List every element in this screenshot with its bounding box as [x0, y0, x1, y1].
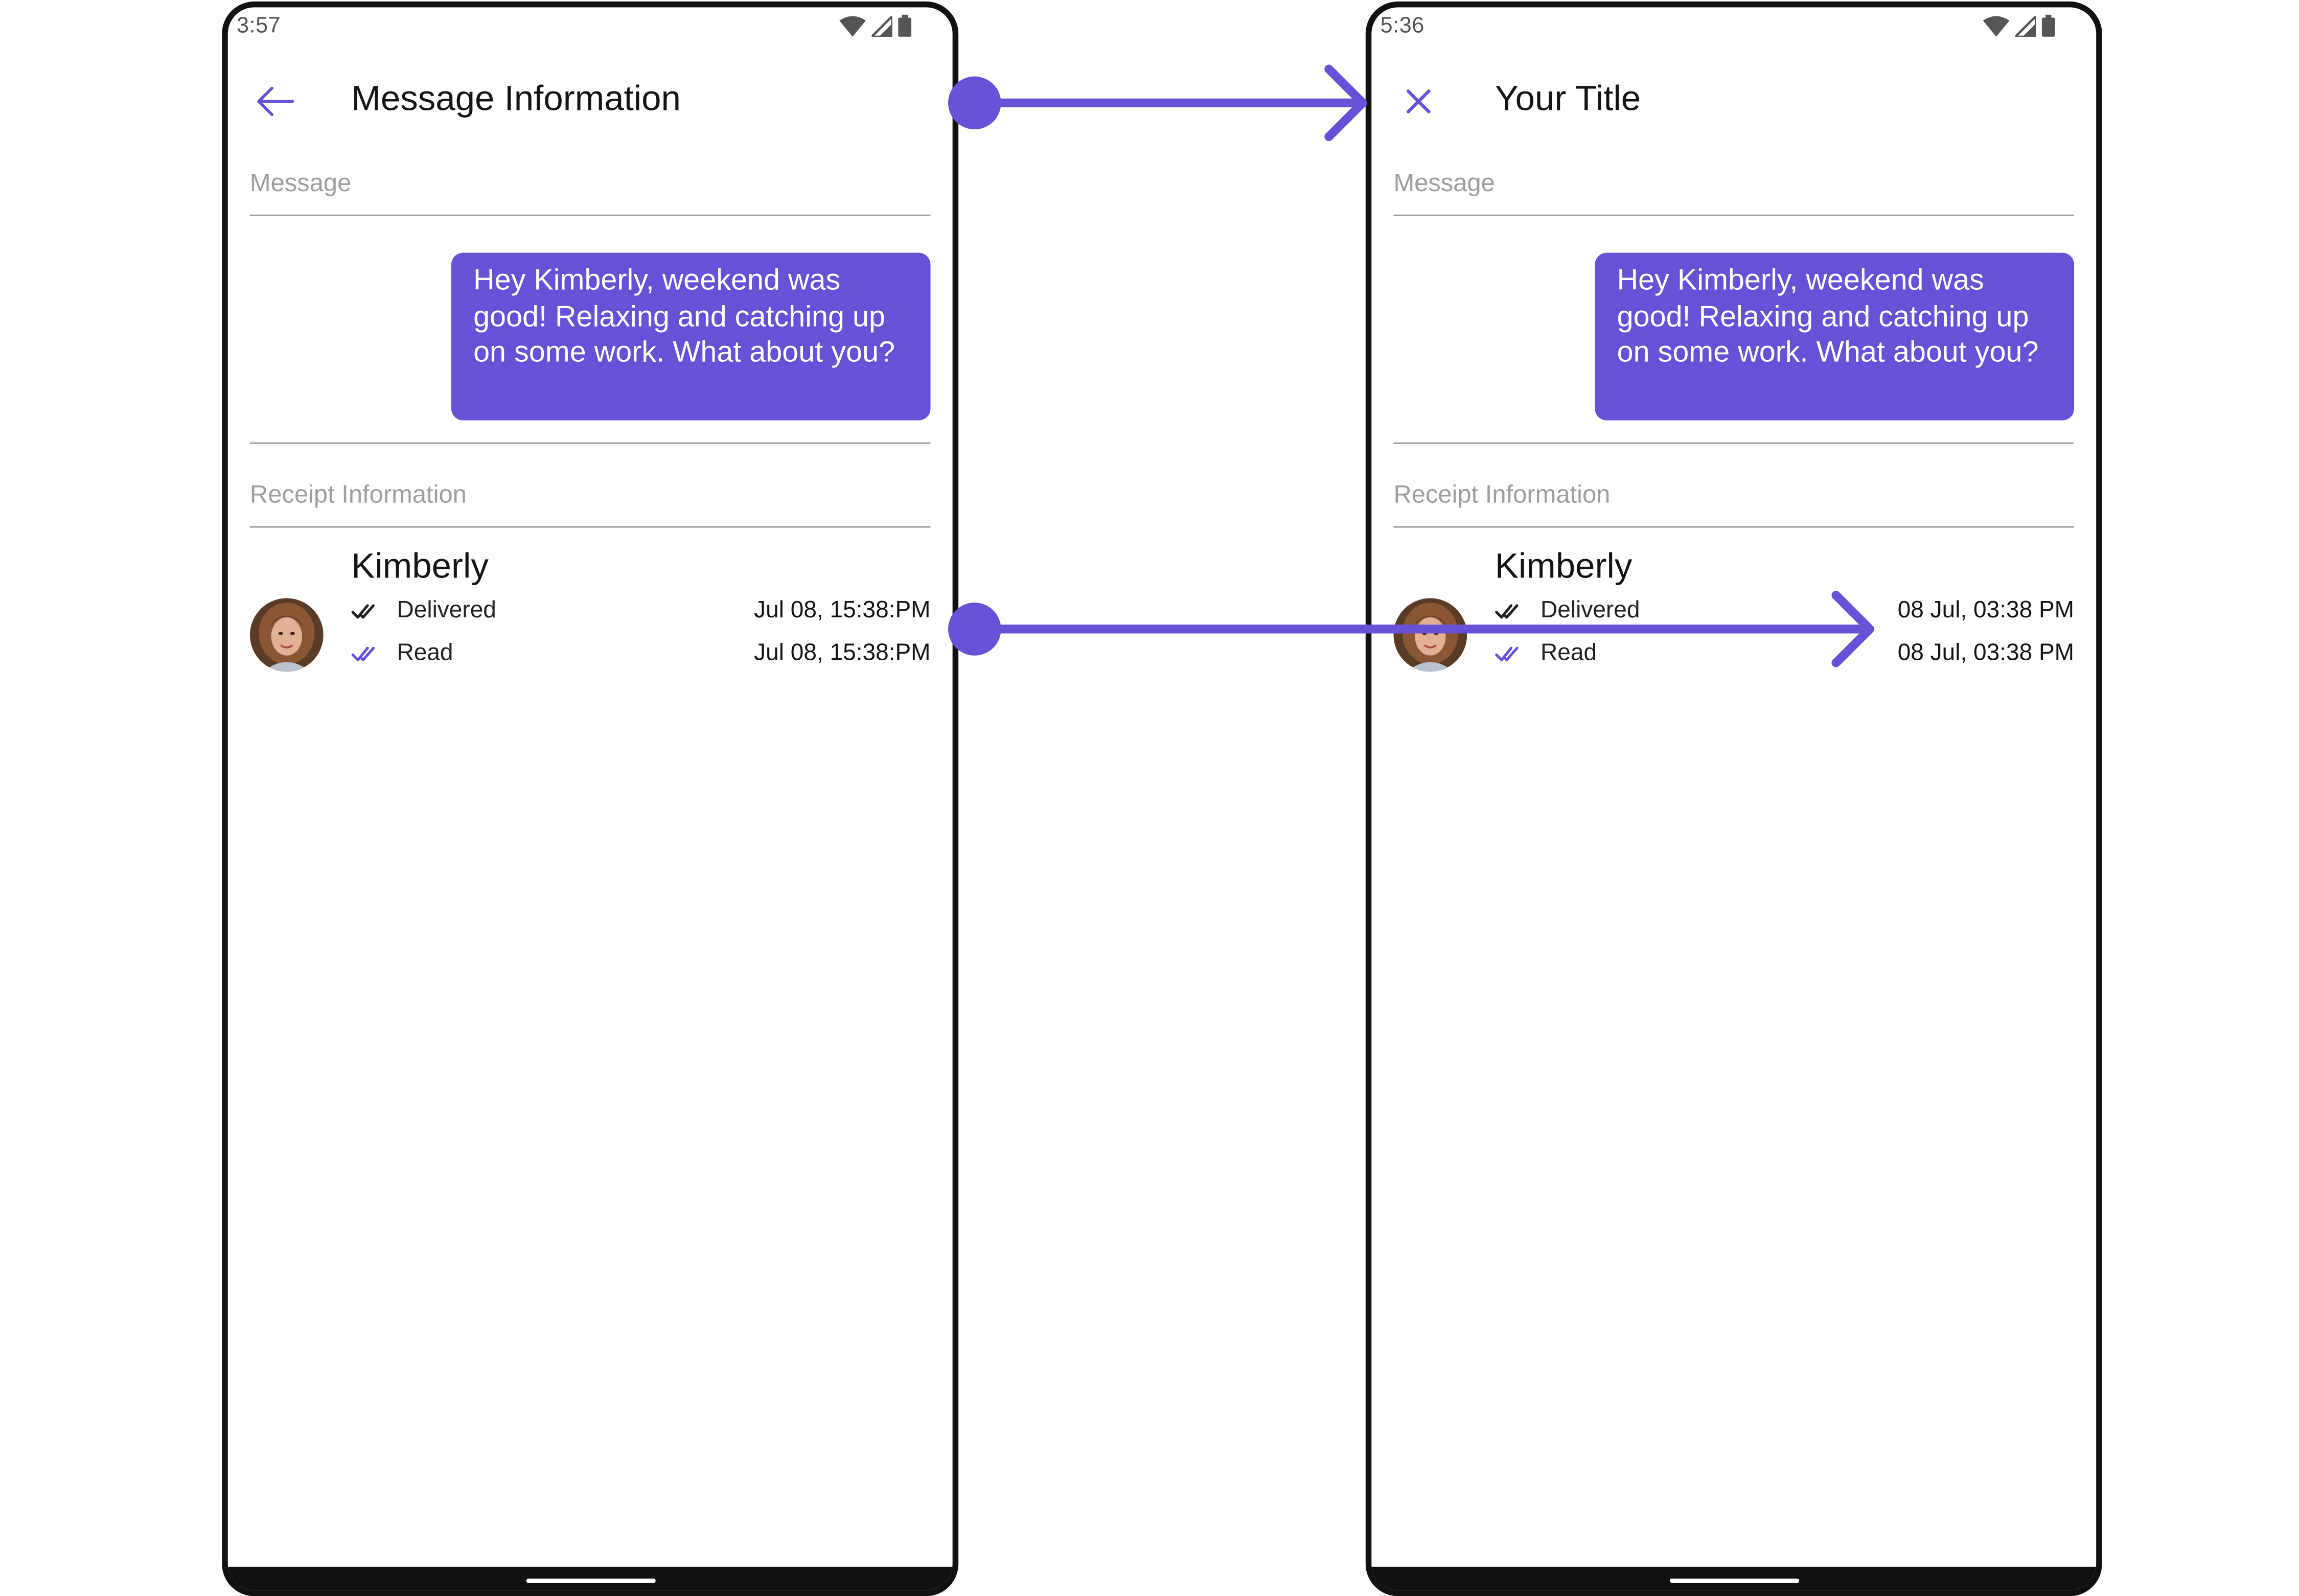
- divider: [249, 442, 931, 444]
- page-title: Your Title: [1495, 79, 1641, 119]
- message-section-label: Message: [1393, 169, 1495, 197]
- wifi-icon: [839, 15, 866, 36]
- arrow-title-to-title: [948, 64, 1367, 142]
- read-time: Jul 08, 15:38:PM: [754, 640, 931, 666]
- status-icons: [1983, 14, 2055, 37]
- message-section-label: Message: [249, 169, 352, 197]
- receipt-row-delivered: Delivered 08 Jul, 03:38 PM: [1495, 598, 2074, 631]
- divider: [1393, 214, 2075, 216]
- read-label: Read: [397, 640, 453, 666]
- double-check-icon: [1495, 604, 1519, 619]
- phone-before: 3:57 Message Information Message Hey Kim…: [222, 1, 959, 1596]
- battery-icon: [898, 14, 912, 37]
- close-icon[interactable]: [1395, 78, 1442, 125]
- double-check-read-icon: [351, 646, 375, 661]
- double-check-icon: [351, 604, 375, 619]
- receipt-section-label: Receipt Information: [249, 480, 467, 509]
- signal-icon: [871, 15, 892, 36]
- signal-icon: [2015, 15, 2036, 36]
- double-check-read-icon: [1495, 646, 1519, 661]
- status-time: 5:36: [1380, 13, 1424, 38]
- navigation-bar: [1371, 1566, 2097, 1590]
- app-header: Your Title: [1371, 66, 2096, 140]
- avatar-image: [1393, 598, 1467, 672]
- receipt-row-read: Read 08 Jul, 03:38 PM: [1495, 641, 2074, 673]
- status-time: 3:57: [237, 13, 281, 38]
- arrow-left-icon[interactable]: [251, 78, 298, 125]
- avatar[interactable]: [1393, 598, 1467, 672]
- home-indicator[interactable]: [525, 1578, 655, 1583]
- message-bubble[interactable]: Hey Kimberly, weekend was good! Relaxing…: [1595, 252, 2075, 421]
- delivered-label: Delivered: [397, 598, 496, 623]
- divider: [249, 526, 931, 528]
- divider: [1393, 442, 2075, 444]
- avatar-image: [249, 598, 324, 672]
- battery-icon: [2041, 14, 2055, 37]
- delivered-label: Delivered: [1541, 598, 1640, 623]
- navigation-bar: [227, 1566, 953, 1590]
- home-indicator[interactable]: [1669, 1578, 1799, 1583]
- divider: [249, 214, 931, 216]
- wifi-icon: [1983, 15, 2010, 36]
- delivered-time: Jul 08, 15:38:PM: [754, 598, 931, 623]
- avatar[interactable]: [249, 598, 324, 672]
- divider: [1393, 526, 2075, 528]
- receipt-row-read: Read Jul 08, 15:38:PM: [351, 640, 931, 673]
- receiver-name: Kimberly: [1495, 546, 1633, 587]
- read-label: Read: [1541, 640, 1597, 666]
- receipt-row-delivered: Delivered Jul 08, 15:38:PM: [351, 598, 931, 631]
- status-icons: [839, 14, 912, 37]
- read-time: 08 Jul, 03:38 PM: [1897, 640, 2075, 666]
- phone-after: 5:36 Your Title Message Hey Kimberly, we…: [1365, 1, 2102, 1596]
- message-bubble[interactable]: Hey Kimberly, weekend was good! Relaxing…: [451, 252, 931, 421]
- app-header: Message Information: [228, 66, 953, 140]
- receipt-section-label: Receipt Information: [1393, 480, 1611, 509]
- receiver-name: Kimberly: [351, 546, 489, 587]
- page-title: Message Information: [351, 79, 681, 119]
- delivered-time: 08 Jul, 03:38 PM: [1897, 598, 2075, 623]
